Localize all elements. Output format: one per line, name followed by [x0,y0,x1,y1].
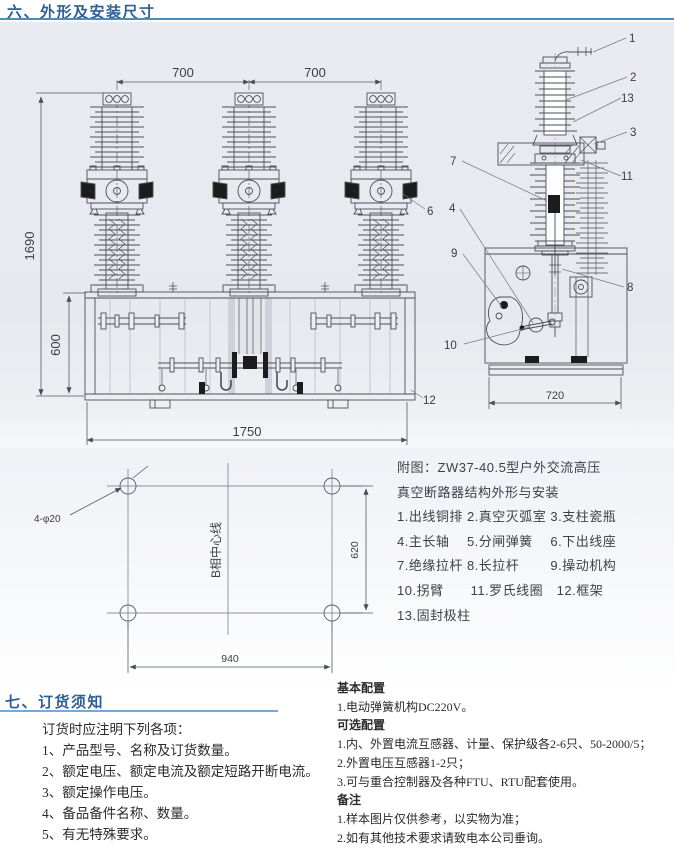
figure-caption: 附图：ZW37-40.5型户外交流高压 真空断路器结构外形与安装 1.出线铜排 … [397,456,674,628]
figure-caption-line1: 附图：ZW37-40.5型户外交流高压 [397,460,601,475]
part-label-8: 8 [627,282,633,294]
front-pole-b [212,79,286,297]
front-dimension-lines [36,79,426,445]
figure-caption-line2: 真空断路器结构外形与安装 [397,484,560,500]
remarks-item: 2.如有其他技术要求请致电本公司垂询。 [337,830,551,845]
phase-b-centerline-label: B相中心线 [208,522,223,578]
part-label-1: 1 [629,33,635,45]
basic-config-item: 1.电动弹簧机构DC220V。 [337,699,474,714]
plan-dimension-lines [69,465,373,673]
part-label-4: 4 [449,203,456,215]
parts-list-row: 4.主长轴 5.分闸弹簧 6.下出线座 [397,533,617,549]
parts-list-row: 1.出线铜排 2.真空灭弧室 3.支柱瓷瓶 [397,509,617,525]
part-label-11: 11 [621,171,633,183]
configuration-block: 基本配置 1.电动弹簧机构DC220V。 可选配置 1.内、外置电流互感器、计量… [337,679,651,847]
plan-centerlines [107,463,363,635]
dim-620: 620 [349,541,361,559]
part-label-3: 3 [630,127,636,139]
section7-heading: 七、订货须知 [5,694,105,711]
basic-config-title: 基本配置 [337,681,386,695]
dim-720: 720 [546,390,564,402]
lower-panel-background [0,448,674,693]
remarks-title: 备注 [337,793,362,808]
ordering-item: 1、产品型号、名称及订货数量。 [42,742,238,758]
front-pole-c [344,79,418,297]
section6-heading: 六、外形及安装尺寸 [7,4,156,21]
front-view-drawing: 700 700 1690 600 1750 6 12 [22,65,436,445]
dim-940: 940 [221,653,239,665]
part-label-9: 9 [451,248,457,260]
dim-600: 600 [48,334,63,356]
optional-config-item: 3.可与重合控制器及各种FTU、RTU配套使用。 [337,774,584,789]
side-pole [497,47,608,337]
plan-holes [119,477,341,622]
ordering-item: 5、有无特殊要求。 [42,826,157,842]
parts-list-row: 13.固封极柱 [397,607,471,623]
mounting-plan-drawing: 4-φ20 B相中心线 940 620 [34,463,373,673]
dim-1690: 1690 [22,232,37,261]
part-label-13: 13 [621,93,634,105]
part-label-2: 2 [630,72,636,84]
part-label-12: 12 [423,395,436,407]
part-label-6: 6 [427,206,433,218]
ordering-item: 3、额定操作电压。 [42,784,157,800]
dim-1750: 1750 [233,424,262,439]
hole-diameter-label: 4-φ20 [34,514,61,525]
ordering-item: 2、额定电压、额定电流及额定短路开断电流。 [42,763,319,779]
dim-700-right: 700 [304,65,326,80]
part-label-10: 10 [444,340,457,352]
side-view-drawing: 1 2 13 3 11 7 4 9 10 8 720 [444,33,636,409]
remarks-item: 1.样本图片仅供参考，以实物为准； [337,811,527,826]
ordering-item: 4、备品备件名称、数量。 [42,805,198,821]
optional-config-item: 1.内、外置电流互感器、计量、保护级各2-6只、50-2000/5； [337,737,652,752]
front-frame [84,282,416,409]
optional-config-title: 可选配置 [337,718,386,733]
parts-list-row: 10.拐臂 11.罗氏线圈 12.框架 [397,582,604,598]
ordering-intro: 订货时应注明下列各项： [42,722,191,737]
section7-rule [0,710,278,712]
ordering-notes: 订货时应注明下列各项： 1、产品型号、名称及订货数量。 2、额定电压、额定电流及… [42,720,319,845]
dim-700-left: 700 [172,65,194,80]
parts-list-row: 7.绝缘拉杆 8.长拉杆 9.操动机构 [397,558,617,574]
section6-rule [0,18,674,20]
part-label-7: 7 [450,156,456,168]
side-dimension-lines [488,377,622,409]
side-frame [484,247,628,376]
front-pole-a [80,79,154,297]
side-leader-lines [459,37,628,345]
optional-config-item: 2.外置电压互感器1-2只； [337,755,470,770]
